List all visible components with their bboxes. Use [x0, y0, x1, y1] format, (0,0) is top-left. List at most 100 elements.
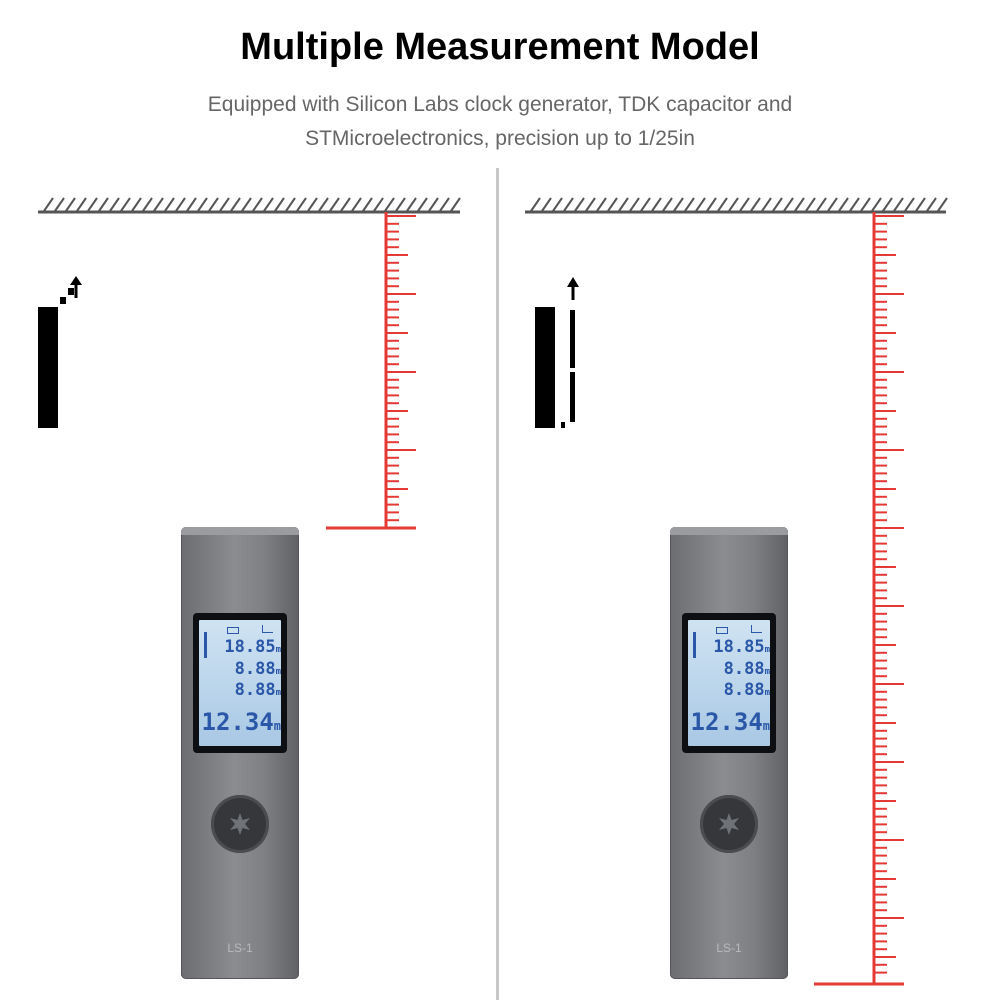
ceiling-left — [38, 197, 461, 214]
lcd-mode-icon — [693, 632, 703, 658]
ceiling-hatch — [739, 197, 750, 212]
ceiling-hatch — [406, 197, 417, 212]
lcd-unit: m — [764, 645, 770, 655]
ceiling-hatch — [285, 197, 296, 212]
continuous-measure-icon — [535, 277, 579, 428]
ceiling-hatch — [120, 197, 131, 212]
lcd-reading-1: 18.85m — [688, 637, 770, 657]
ceiling-hatch — [794, 197, 805, 212]
ceiling-hatch — [552, 197, 563, 212]
ceiling-hatch — [109, 197, 120, 212]
ceiling-hatch — [186, 197, 197, 212]
device-screen: 18.85m 8.88m 8.88m 12.34m — [193, 613, 287, 753]
ceiling-hatch — [263, 197, 274, 212]
lcd-reading-3: 8.88m — [199, 680, 281, 700]
arrow-up-icon — [567, 277, 579, 300]
lcd-main-reading: 12.34m — [688, 708, 770, 736]
ceiling-hatch — [673, 197, 684, 212]
ceiling-hatch — [629, 197, 640, 212]
battery-icon — [227, 627, 239, 634]
ceiling-hatch — [585, 197, 596, 212]
ceiling-hatch — [230, 197, 241, 212]
ceiling-hatch — [607, 197, 618, 212]
ceiling-hatch — [43, 197, 54, 212]
ceiling-hatch — [175, 197, 186, 212]
lcd-unit: m — [275, 688, 281, 698]
ceiling-hatch — [563, 197, 574, 212]
ceiling-hatch — [252, 197, 263, 212]
ceiling-hatch — [142, 197, 153, 212]
ceiling-hatch — [827, 197, 838, 212]
lcd-reading-2: 8.88m — [199, 659, 281, 679]
ceiling-hatch — [384, 197, 395, 212]
model-label: LS-1 — [227, 941, 253, 955]
device-top-cap — [670, 527, 788, 535]
ceiling-hatch — [164, 197, 175, 212]
ceiling-hatch — [915, 197, 926, 212]
ceiling-hatch — [882, 197, 893, 212]
arrow-up-icon — [70, 276, 82, 298]
ceiling-hatch — [783, 197, 794, 212]
ceiling-hatch — [596, 197, 607, 212]
ceiling-hatch — [937, 197, 948, 212]
ceiling-hatch — [76, 197, 87, 212]
ruler-right — [814, 212, 904, 986]
ceiling-hatch — [717, 197, 728, 212]
ceiling-hatch — [450, 197, 461, 212]
lcd-unit: m — [764, 667, 770, 677]
lcd-unit: m — [275, 667, 281, 677]
ceiling-hatch — [54, 197, 65, 212]
lcd-value: 8.88 — [234, 659, 276, 679]
ceiling-hatch — [417, 197, 428, 212]
laser-measure-device-right: 18.85m 8.88m 8.88m 12.34m LS-1 — [670, 527, 788, 979]
ceiling-hatch — [728, 197, 739, 212]
panel-divider — [496, 168, 499, 1000]
signal-icon — [751, 625, 762, 633]
ceiling-hatch — [65, 197, 76, 212]
shutter-icon — [230, 813, 250, 835]
lcd-value: 12.34 — [690, 708, 763, 736]
ceiling-hatch — [307, 197, 318, 212]
ceiling-hatch — [662, 197, 673, 212]
ceiling-hatch — [640, 197, 651, 212]
lcd-display: 18.85m 8.88m 8.88m 12.34m — [199, 620, 281, 746]
page-subtitle: Equipped with Silicon Labs clock generat… — [100, 88, 900, 156]
lcd-reading-3: 8.88m — [688, 680, 770, 700]
lcd-value: 8.88 — [723, 680, 765, 700]
ceiling-hatch — [871, 197, 882, 212]
ceiling-hatch — [541, 197, 552, 212]
lcd-mode-icon — [204, 632, 214, 658]
ceiling-hatch — [651, 197, 662, 212]
lcd-main-reading: 12.34m — [199, 708, 281, 736]
single-measure-icon — [38, 276, 82, 428]
ceiling-hatch — [439, 197, 450, 212]
ceiling-hatch — [684, 197, 695, 212]
ceiling-hatch — [318, 197, 329, 212]
ceiling-hatch — [395, 197, 406, 212]
lcd-value: 8.88 — [234, 680, 276, 700]
lcd-display: 18.85m 8.88m 8.88m 12.34m — [688, 620, 770, 746]
ceiling-hatch — [131, 197, 142, 212]
ceiling-hatch — [274, 197, 285, 212]
lcd-unit: m — [764, 688, 770, 698]
device-top-cap — [181, 527, 299, 535]
measure-button[interactable] — [700, 795, 758, 853]
ceiling-hatch — [618, 197, 629, 212]
battery-icon — [716, 627, 728, 634]
left-panel — [38, 197, 461, 530]
ceiling-hatch — [805, 197, 816, 212]
ceiling-hatch — [750, 197, 761, 212]
lcd-unit: m — [273, 719, 281, 733]
ceiling-hatch — [153, 197, 164, 212]
ceiling-hatch — [816, 197, 827, 212]
lcd-value: 12.34 — [201, 708, 274, 736]
lcd-reading-2: 8.88m — [688, 659, 770, 679]
lcd-reading-1: 18.85m — [199, 637, 281, 657]
lcd-value: 18.85 — [224, 637, 276, 657]
subtitle-line-1: Equipped with Silicon Labs clock generat… — [207, 93, 793, 116]
ceiling-hatch — [296, 197, 307, 212]
shutter-icon — [719, 813, 739, 835]
ceiling-hatch — [706, 197, 717, 212]
measure-button[interactable] — [211, 795, 269, 853]
